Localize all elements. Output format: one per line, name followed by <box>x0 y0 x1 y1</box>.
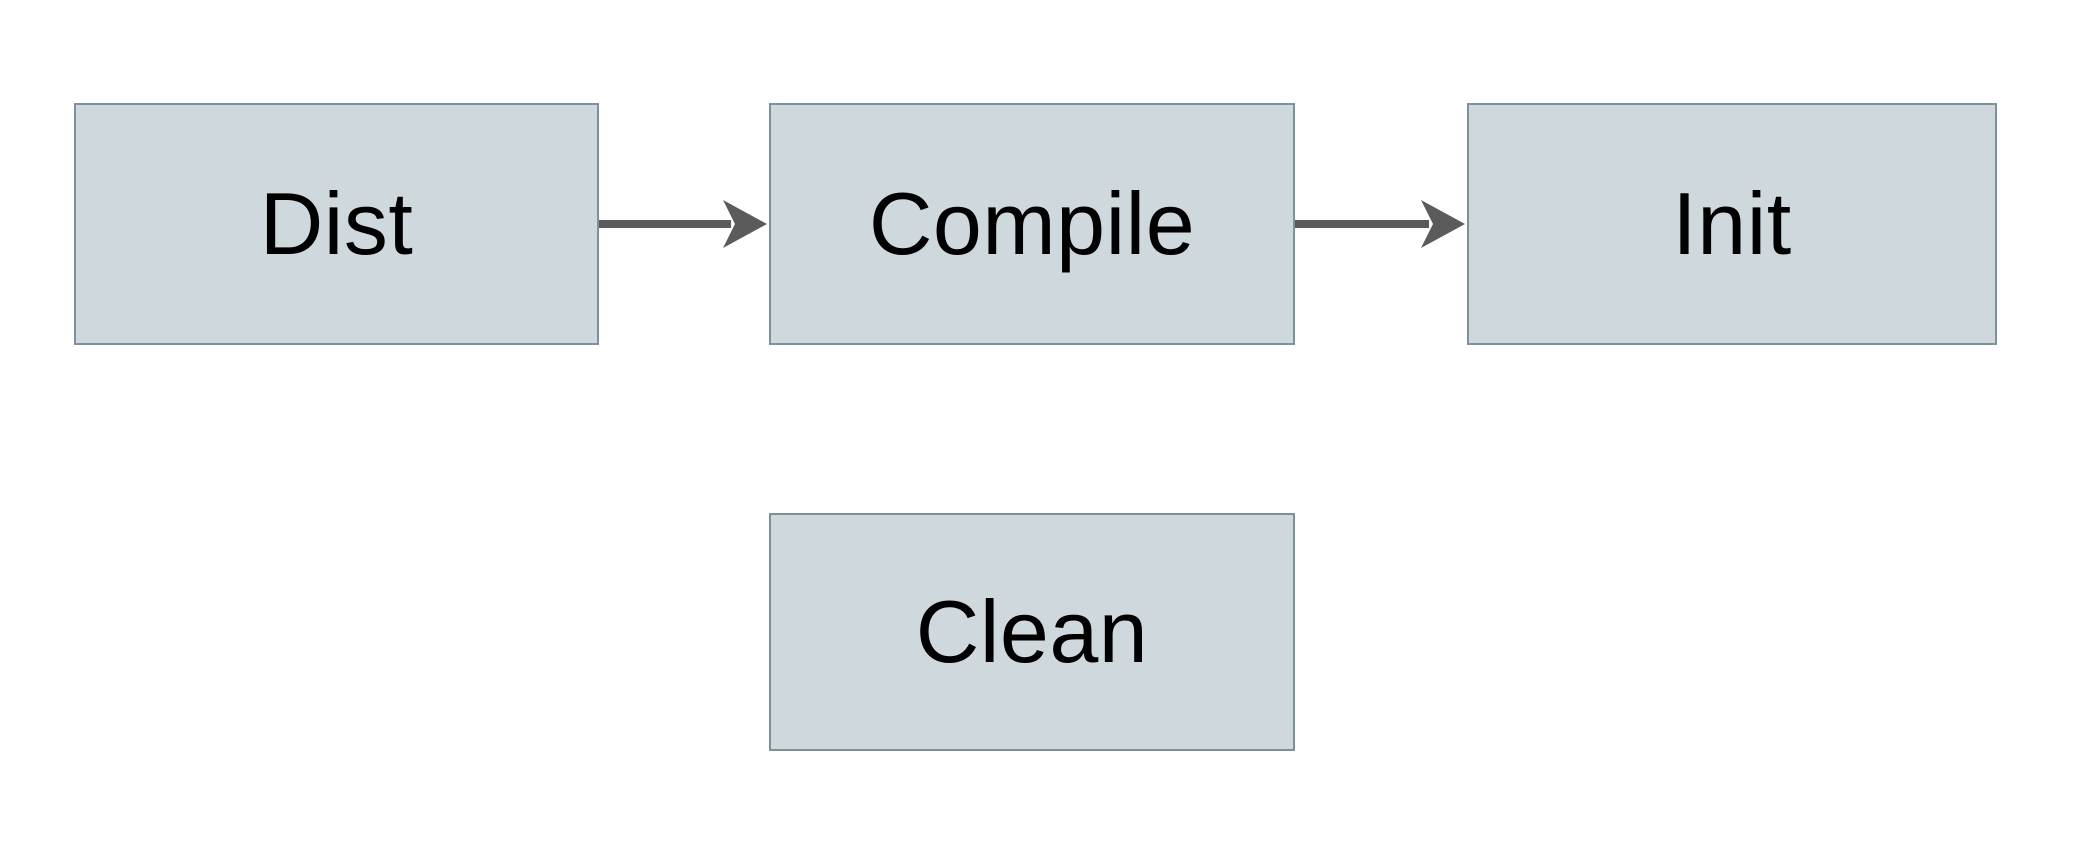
node-compile[interactable]: Compile <box>769 103 1295 345</box>
arrow-compile-to-init <box>1295 200 1465 248</box>
node-clean[interactable]: Clean <box>769 513 1295 751</box>
node-init-label: Init <box>1672 174 1792 273</box>
node-compile-label: Compile <box>868 174 1196 273</box>
node-dist[interactable]: Dist <box>74 103 599 345</box>
node-init[interactable]: Init <box>1467 103 1997 345</box>
arrowhead-icon <box>1421 200 1465 248</box>
arrowhead-icon <box>723 200 767 248</box>
node-clean-label: Clean <box>915 582 1149 681</box>
arrow-dist-to-compile <box>599 200 767 248</box>
node-dist-label: Dist <box>259 174 414 273</box>
